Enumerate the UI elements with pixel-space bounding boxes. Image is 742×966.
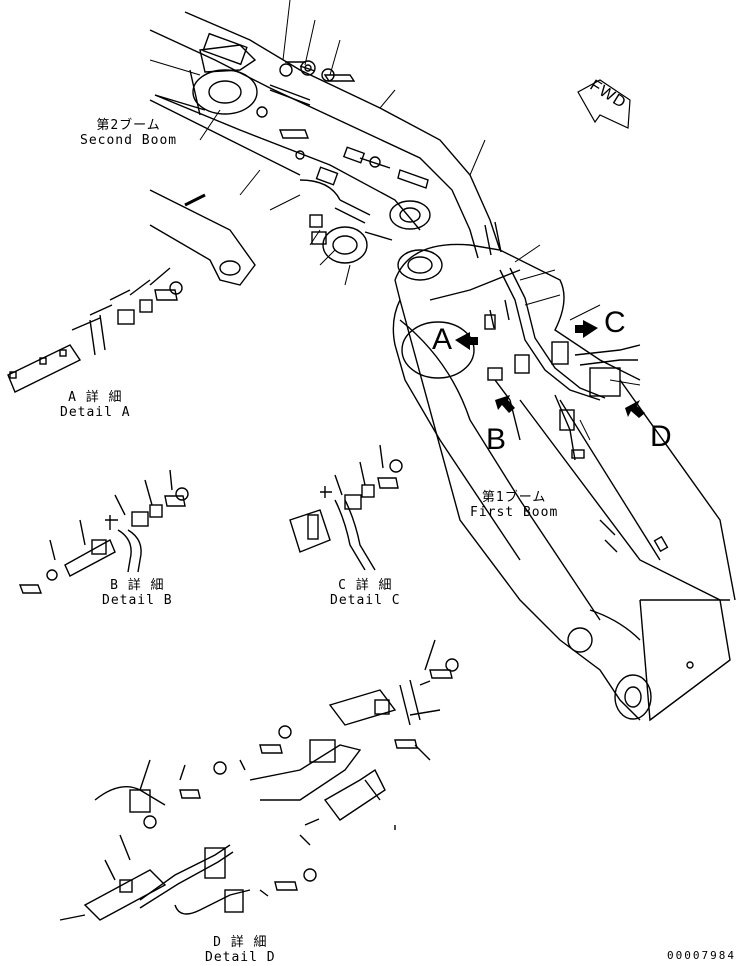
detail-b-label-en: Detail B xyxy=(102,593,173,608)
detail-a-label-en: Detail A xyxy=(60,405,131,420)
second-boom-label-jp: 第2ブーム xyxy=(96,118,161,133)
fwd-arrow xyxy=(577,79,631,129)
document-number: 00007984 xyxy=(667,949,736,962)
callout-d: D xyxy=(650,420,672,453)
detail-d-label-en: Detail D xyxy=(205,950,276,965)
callout-a: A xyxy=(432,323,453,356)
callout-arrows xyxy=(455,320,645,418)
detail-c-label: C 詳 細 Detail C xyxy=(330,578,401,608)
detail-c-label-jp: C 詳 細 xyxy=(338,578,393,593)
detail-a-label: A 詳 細 Detail A xyxy=(60,390,131,420)
leader-lines xyxy=(149,0,641,441)
first-boom-drawing xyxy=(392,243,736,722)
detail-d-drawing xyxy=(59,639,459,921)
first-boom-label-en: First Boom xyxy=(470,505,559,520)
second-boom-drawing xyxy=(149,11,502,286)
first-boom-label-jp: 第1ブーム xyxy=(481,490,547,505)
detail-b-label-jp: B 詳 細 xyxy=(110,578,165,593)
detail-c-drawing xyxy=(289,444,403,571)
detail-c-label-en: Detail C xyxy=(330,593,401,608)
callout-c: C xyxy=(604,306,626,339)
detail-b-drawing xyxy=(18,469,189,594)
detail-a-label-jp: A 詳 細 xyxy=(68,390,123,405)
detail-d-label: D 詳 細 Detail D xyxy=(205,935,276,965)
detail-a-drawing xyxy=(7,267,183,393)
detail-b-label: B 詳 細 Detail B xyxy=(102,578,173,608)
first-boom-label: 第1ブーム First Boom xyxy=(470,490,558,520)
detail-d-label-jp: D 詳 細 xyxy=(213,935,268,950)
second-boom-label-en: Second Boom xyxy=(80,133,178,148)
second-boom-label: 第2ブーム Second Boom xyxy=(80,118,177,148)
callout-b: B xyxy=(486,423,507,456)
